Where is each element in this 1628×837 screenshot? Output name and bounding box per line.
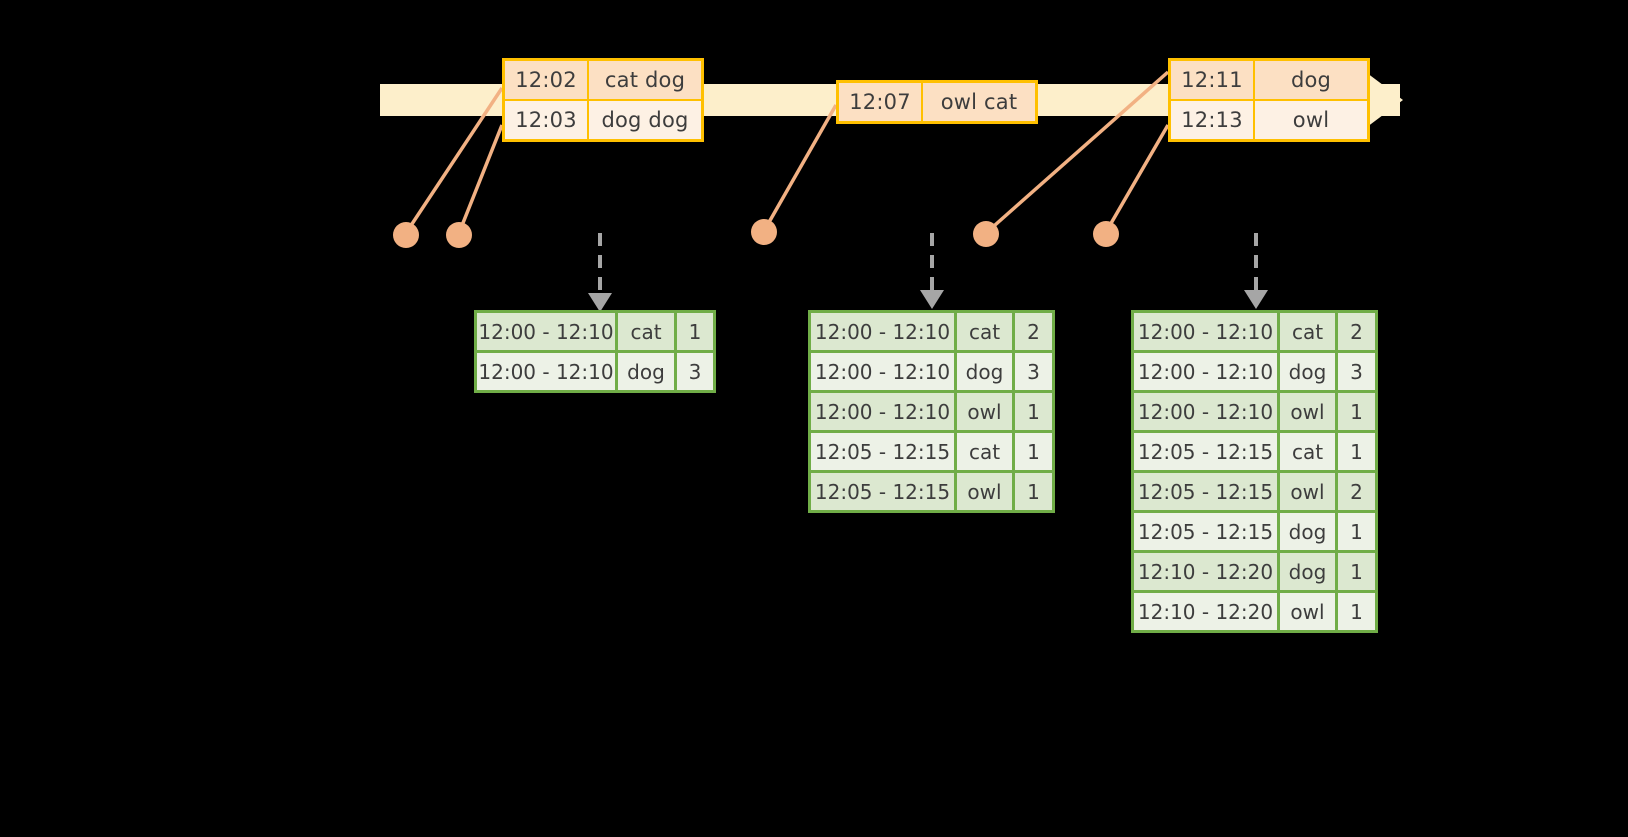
table-row[interactable]: 12:00 - 12:10 dog 3: [811, 353, 1052, 390]
count-cell: 3: [1338, 353, 1375, 390]
window-cell: 12:10 - 12:20: [1134, 553, 1277, 590]
key-cell: dog: [1280, 553, 1335, 590]
event-row[interactable]: 12:02 cat dog: [505, 61, 701, 99]
count-cell: 1: [1015, 473, 1052, 510]
connector-line-5: [1104, 124, 1170, 233]
event-message: owl: [1255, 101, 1367, 139]
events-group-3[interactable]: 12:11 dog 12:13 owl: [1168, 58, 1370, 142]
window-cell: 12:05 - 12:15: [811, 473, 954, 510]
window-cell: 12:00 - 12:10: [1134, 393, 1277, 430]
count-cell: 2: [1338, 313, 1375, 350]
key-cell: owl: [1280, 393, 1335, 430]
key-cell: cat: [957, 433, 1012, 470]
table-row[interactable]: 12:00 - 12:10 cat 2: [1134, 313, 1375, 350]
event-message: dog: [1255, 61, 1367, 99]
connector-dot-5: [1093, 221, 1119, 247]
window-cell: 12:00 - 12:10: [811, 353, 954, 390]
event-time: 12:11: [1171, 61, 1253, 99]
table-row[interactable]: 12:10 - 12:20 owl 1: [1134, 593, 1375, 630]
connector-line-2: [457, 124, 504, 234]
event-row[interactable]: 12:03 dog dog: [505, 101, 701, 139]
count-cell: 1: [1338, 393, 1375, 430]
window-cell: 12:00 - 12:10: [811, 393, 954, 430]
connector-dot-4: [973, 221, 999, 247]
count-cell: 2: [1015, 313, 1052, 350]
dashed-arrows: [598, 233, 1258, 293]
dashed-arrowhead-2: [920, 290, 944, 309]
key-cell: cat: [1280, 433, 1335, 470]
key-cell: dog: [1280, 513, 1335, 550]
table-row[interactable]: 12:00 - 12:10 cat 1: [477, 313, 713, 350]
key-cell: cat: [618, 313, 674, 350]
count-cell: 3: [677, 353, 713, 390]
key-cell: owl: [1280, 593, 1335, 630]
events-group-2[interactable]: 12:07 owl cat: [836, 80, 1038, 124]
table-row[interactable]: 12:05 - 12:15 cat 1: [811, 433, 1052, 470]
connector-line-1: [404, 87, 504, 234]
window-cell: 12:00 - 12:10: [477, 353, 615, 390]
connector-dot-3: [751, 219, 777, 245]
connector-dot-1: [393, 222, 419, 248]
window-cell: 12:00 - 12:10: [811, 313, 954, 350]
table-row[interactable]: 12:05 - 12:15 cat 1: [1134, 433, 1375, 470]
event-row[interactable]: 12:11 dog: [1171, 61, 1367, 99]
events-group-1[interactable]: 12:02 cat dog 12:03 dog dog: [502, 58, 704, 142]
event-message: cat dog: [589, 61, 701, 99]
window-cell: 12:00 - 12:10: [477, 313, 615, 350]
table-row[interactable]: 12:00 - 12:10 owl 1: [1134, 393, 1375, 430]
count-cell: 1: [1338, 433, 1375, 470]
result-table-1[interactable]: 12:00 - 12:10 cat 1 12:00 - 12:10 dog 3: [474, 310, 716, 393]
window-cell: 12:05 - 12:15: [811, 433, 954, 470]
window-cell: 12:05 - 12:15: [1134, 473, 1277, 510]
event-connector-dots: [393, 219, 1119, 248]
event-time: 12:02: [505, 61, 587, 99]
connector-line-3: [762, 104, 838, 232]
event-message: owl cat: [923, 83, 1035, 121]
key-cell: dog: [957, 353, 1012, 390]
key-cell: owl: [1280, 473, 1335, 510]
count-cell: 1: [1015, 433, 1052, 470]
result-table-3[interactable]: 12:00 - 12:10 cat 2 12:00 - 12:10 dog 3 …: [1131, 310, 1378, 633]
table-row[interactable]: 12:05 - 12:15 owl 1: [811, 473, 1052, 510]
event-row[interactable]: 12:13 owl: [1171, 101, 1367, 139]
window-cell: 12:00 - 12:10: [1134, 313, 1277, 350]
table-row[interactable]: 12:05 - 12:15 dog 1: [1134, 513, 1375, 550]
window-cell: 12:05 - 12:15: [1134, 513, 1277, 550]
window-cell: 12:00 - 12:10: [1134, 353, 1277, 390]
dashed-arrowhead-3: [1244, 290, 1268, 309]
table-row[interactable]: 12:00 - 12:10 dog 3: [1134, 353, 1375, 390]
table-row[interactable]: 12:00 - 12:10 cat 2: [811, 313, 1052, 350]
key-cell: dog: [1280, 353, 1335, 390]
dashed-arrow-heads: [588, 290, 1268, 312]
table-row[interactable]: 12:00 - 12:10 owl 1: [811, 393, 1052, 430]
window-cell: 12:10 - 12:20: [1134, 593, 1277, 630]
key-cell: dog: [618, 353, 674, 390]
event-message: dog dog: [589, 101, 701, 139]
event-row[interactable]: 12:07 owl cat: [839, 83, 1035, 121]
result-table-2[interactable]: 12:00 - 12:10 cat 2 12:00 - 12:10 dog 3 …: [808, 310, 1055, 513]
key-cell: cat: [957, 313, 1012, 350]
table-row[interactable]: 12:10 - 12:20 dog 1: [1134, 553, 1375, 590]
key-cell: owl: [957, 393, 1012, 430]
table-row[interactable]: 12:00 - 12:10 dog 3: [477, 353, 713, 390]
count-cell: 1: [1338, 553, 1375, 590]
count-cell: 2: [1338, 473, 1375, 510]
connector-dot-2: [446, 222, 472, 248]
event-time: 12:07: [839, 83, 921, 121]
window-cell: 12:05 - 12:15: [1134, 433, 1277, 470]
count-cell: 1: [1015, 393, 1052, 430]
key-cell: cat: [1280, 313, 1335, 350]
event-time: 12:03: [505, 101, 587, 139]
count-cell: 1: [1338, 513, 1375, 550]
count-cell: 1: [1338, 593, 1375, 630]
event-time: 12:13: [1171, 101, 1253, 139]
key-cell: owl: [957, 473, 1012, 510]
count-cell: 3: [1015, 353, 1052, 390]
count-cell: 1: [677, 313, 713, 350]
table-row[interactable]: 12:05 - 12:15 owl 2: [1134, 473, 1375, 510]
